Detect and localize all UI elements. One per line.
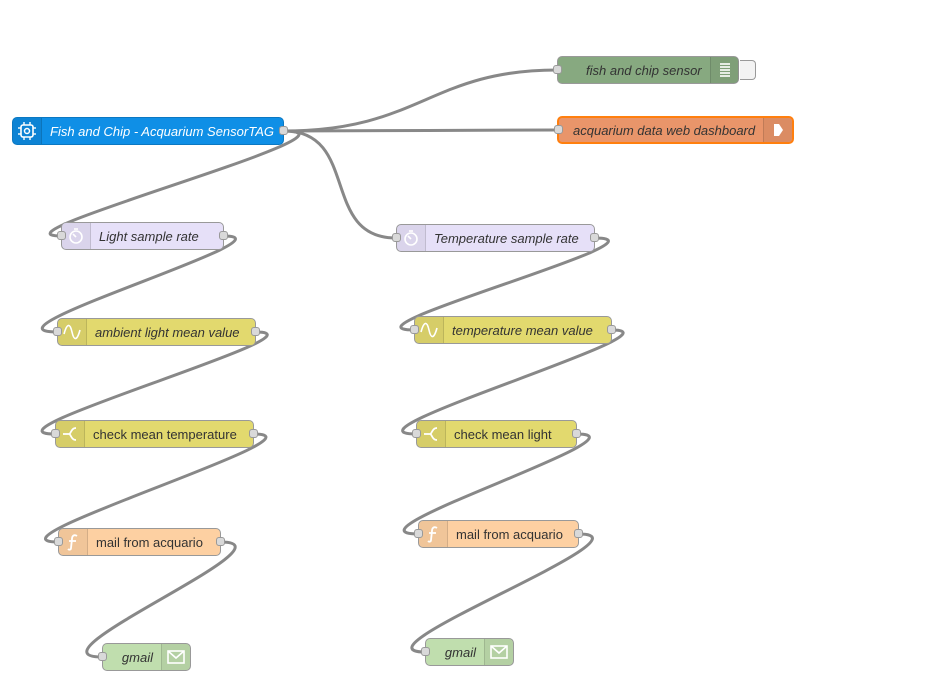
ambient-light-mean-label: ambient light mean value (95, 324, 240, 340)
temperature-sample-rate-node[interactable]: Temperature sample rate (392, 224, 599, 252)
list-icon (709, 57, 739, 83)
wire-sensortag-to-dashboard (283, 128, 558, 133)
debug-toggle-button[interactable] (740, 60, 756, 80)
wire-check-temp-to-mail (44, 432, 268, 544)
temperature-mean-node[interactable]: temperature mean value (410, 316, 616, 344)
timer-icon (62, 223, 91, 249)
chip-icon (13, 118, 42, 144)
wire-light-mean-to-check-temp (40, 330, 269, 436)
wire-mail-to-gmail-right (410, 532, 594, 654)
dashboard-node[interactable]: acquarium data web dashboard (554, 116, 794, 144)
input-port[interactable] (410, 325, 419, 334)
wire-temp-mean-to-check-light (401, 328, 625, 436)
mail-function-label-left: mail from acquario (96, 534, 203, 550)
temperature-sample-rate-label: Temperature sample rate (434, 230, 579, 246)
wire-sensortag-to-temp-rate (283, 129, 397, 240)
output-port[interactable] (279, 126, 288, 135)
light-sample-rate-node[interactable]: Light sample rate (57, 222, 228, 250)
light-sample-rate-label: Light sample rate (99, 228, 199, 244)
wire-sensortag-to-light-rate (48, 129, 301, 238)
gmail-label-left: gmail (121, 649, 153, 665)
mail-function-node-left[interactable]: mail from acquario (54, 528, 225, 556)
temperature-mean-label: temperature mean value (452, 322, 593, 338)
switch-icon (56, 421, 85, 447)
input-port[interactable] (553, 65, 562, 74)
output-port[interactable] (219, 231, 228, 240)
input-port[interactable] (421, 647, 430, 656)
check-mean-light-node[interactable]: check mean light (412, 420, 581, 448)
output-port[interactable] (590, 233, 599, 242)
wire-sensortag-to-debug (283, 68, 558, 133)
envelope-icon (161, 644, 190, 670)
switch-icon (417, 421, 446, 447)
sensortag-node[interactable]: Fish and Chip - Acquarium SensorTAG (12, 117, 288, 145)
sensortag-node-label: Fish and Chip - Acquarium SensorTAG (50, 123, 274, 139)
debug-node-label: fish and chip sensor (586, 62, 702, 78)
wave-icon (415, 317, 444, 343)
arrow-right-icon (763, 118, 793, 142)
output-port[interactable] (607, 325, 616, 334)
input-port[interactable] (54, 537, 63, 546)
gmail-node-left[interactable]: gmail (98, 643, 191, 671)
ambient-light-mean-node[interactable]: ambient light mean value (53, 318, 260, 346)
check-mean-temperature-label: check mean temperature (93, 426, 237, 442)
output-port[interactable] (216, 537, 225, 546)
output-port[interactable] (249, 429, 258, 438)
input-port[interactable] (554, 125, 563, 134)
wire-check-light-to-mail (402, 432, 591, 536)
check-mean-light-label: check mean light (454, 426, 552, 442)
timer-icon (397, 225, 426, 251)
input-port[interactable] (51, 429, 60, 438)
output-port[interactable] (574, 529, 583, 538)
envelope-icon (484, 639, 513, 665)
mail-function-node-right[interactable]: mail from acquario (414, 520, 583, 548)
function-icon (419, 521, 448, 547)
input-port[interactable] (53, 327, 62, 336)
input-port[interactable] (57, 231, 66, 240)
gmail-label-right: gmail (444, 644, 476, 660)
input-port[interactable] (392, 233, 401, 242)
check-mean-temperature-node[interactable]: check mean temperature (51, 420, 258, 448)
input-port[interactable] (414, 529, 423, 538)
gmail-node-right[interactable]: gmail (421, 638, 514, 666)
output-port[interactable] (572, 429, 581, 438)
debug-node[interactable]: fish and chip sensor (553, 56, 756, 84)
function-icon (59, 529, 88, 555)
output-port[interactable] (251, 327, 260, 336)
input-port[interactable] (412, 429, 421, 438)
wire-mail-to-gmail-left (85, 540, 237, 659)
wave-icon (58, 319, 87, 345)
input-port[interactable] (98, 652, 107, 661)
dashboard-node-label: acquarium data web dashboard (573, 122, 756, 138)
mail-function-label-right: mail from acquario (456, 526, 563, 542)
